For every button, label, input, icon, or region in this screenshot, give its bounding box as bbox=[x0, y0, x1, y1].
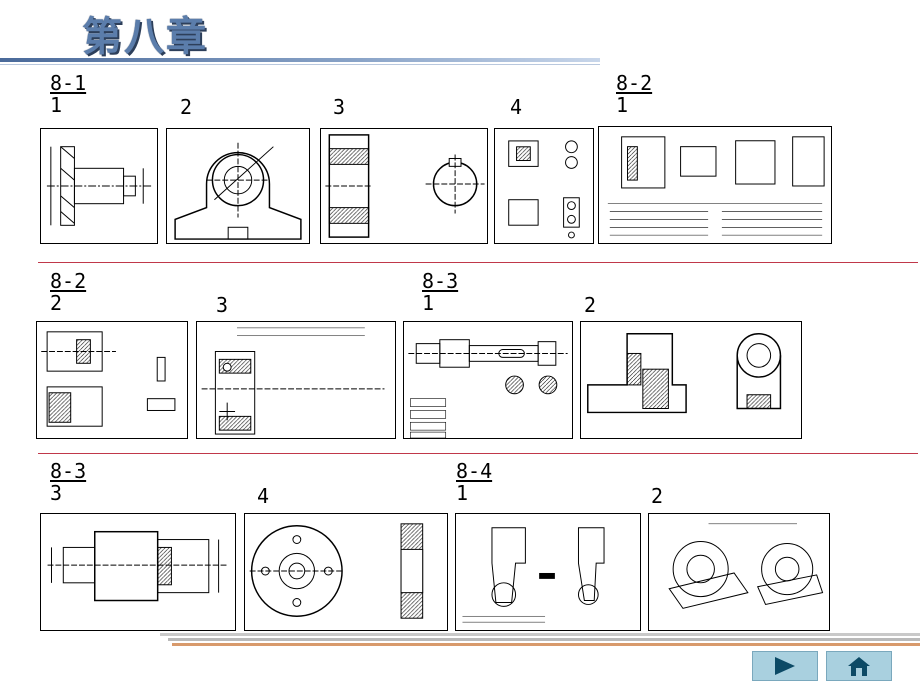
title-underline-thin bbox=[0, 64, 600, 65]
drawing-8-1-1[interactable] bbox=[40, 128, 158, 244]
play-triangle-icon bbox=[775, 657, 795, 675]
house-icon bbox=[848, 657, 870, 676]
home-button[interactable] bbox=[826, 651, 892, 681]
figure-number: 4 bbox=[257, 484, 270, 508]
drawing-8-3-2[interactable] bbox=[580, 321, 802, 439]
drawing-8-1-2[interactable] bbox=[166, 128, 310, 244]
drawing-8-1-3[interactable] bbox=[320, 128, 488, 244]
figure-number: 2 bbox=[651, 484, 664, 508]
figure-number: 2 bbox=[584, 293, 597, 317]
drawing-8-4-2[interactable] bbox=[648, 513, 830, 631]
row-divider bbox=[38, 262, 918, 263]
drawing-8-4-1[interactable] bbox=[455, 513, 641, 631]
next-slide-button[interactable] bbox=[752, 651, 818, 681]
figure-number: 2 bbox=[180, 95, 193, 119]
drawing-8-3-1[interactable] bbox=[403, 321, 573, 439]
drawing-8-1-4[interactable] bbox=[494, 128, 594, 244]
figure-number: 3 bbox=[333, 95, 346, 119]
drawing-8-3-3[interactable] bbox=[40, 513, 236, 631]
figure-number: 3 bbox=[216, 293, 229, 317]
drawing-8-2-1[interactable] bbox=[598, 126, 832, 244]
figure-number: 4 bbox=[510, 95, 523, 119]
chapter-title: 第八章 bbox=[82, 14, 208, 60]
title-underline bbox=[0, 58, 600, 62]
drawing-8-2-3[interactable] bbox=[196, 321, 396, 439]
drawing-8-2-2[interactable] bbox=[36, 321, 188, 439]
drawing-8-3-4[interactable] bbox=[244, 513, 448, 631]
row-divider bbox=[38, 453, 918, 454]
